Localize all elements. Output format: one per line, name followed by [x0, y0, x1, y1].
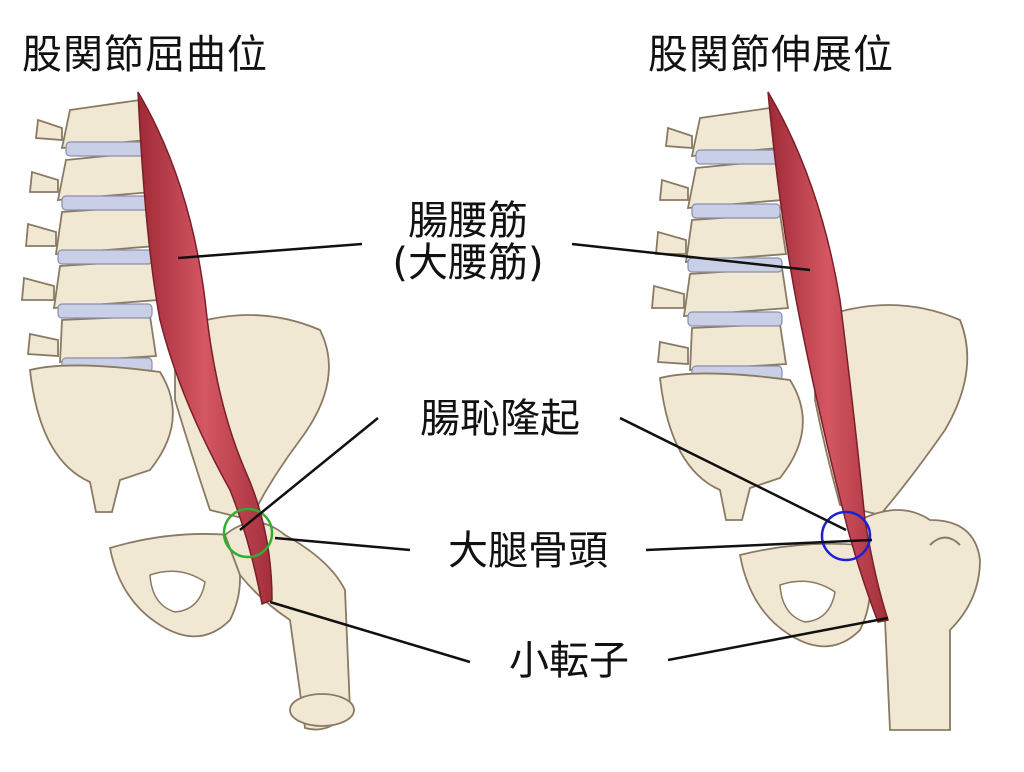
left-femoral-head-marker	[222, 507, 274, 559]
right-femoral-head-marker	[820, 510, 872, 562]
label-iliopsoas-line1: 腸腰筋	[408, 198, 528, 244]
right-figure	[651, 91, 981, 731]
leader-head-left	[274, 536, 411, 552]
label-iliopubic-eminence: 腸恥隆起	[420, 396, 580, 442]
leader-lines	[177, 242, 889, 664]
label-lesser-trochanter: 小転子	[509, 638, 629, 684]
left-sacrum	[29, 364, 174, 513]
leader-head-right	[645, 538, 873, 552]
leader-trochanter-right	[667, 616, 889, 662]
left-lumbar-spine	[21, 98, 160, 363]
right-lumbar-spine	[651, 106, 790, 371]
title-extension: 股関節伸展位	[648, 32, 894, 78]
leader-muscle-right	[571, 242, 811, 272]
title-flexion: 股関節屈曲位	[22, 32, 268, 78]
left-figure	[21, 91, 355, 731]
right-sacrum	[659, 372, 804, 521]
leader-muscle-left	[177, 242, 363, 260]
right-intervertebral-discs	[687, 149, 783, 381]
label-iliopsoas-line2: (大腰筋)	[392, 240, 544, 286]
leader-trochanter-left	[269, 600, 471, 664]
leader-eminence-left	[239, 417, 379, 531]
label-iliopsoas: 腸腰筋 (大腰筋)	[368, 200, 568, 284]
leader-eminence-right	[619, 416, 847, 532]
label-femoral-head: 大腿骨頭	[448, 528, 608, 574]
left-psoas-muscle	[137, 91, 273, 606]
right-psoas-muscle	[767, 91, 889, 623]
